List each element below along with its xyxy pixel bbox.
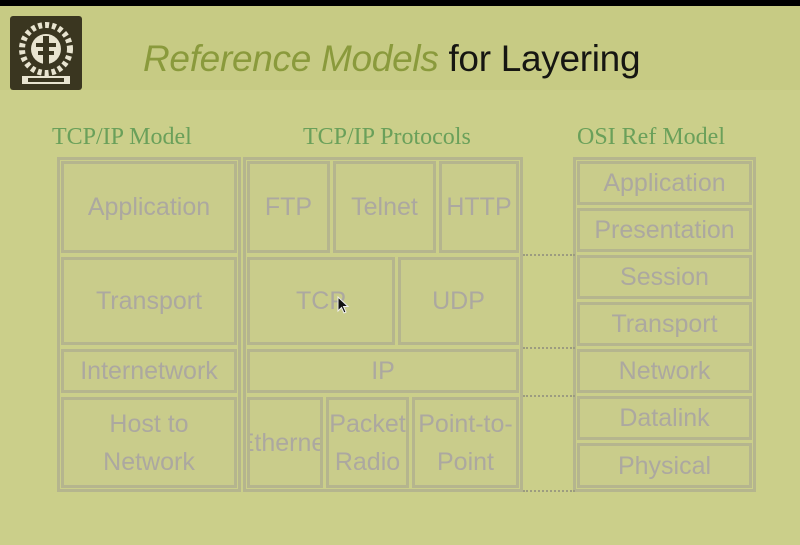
protocol-telnet: Telnet [333,161,436,253]
osi-layer-network: Network [577,349,752,393]
protocol-ethernet: Ethernet [247,397,323,488]
mouse-pointer-icon [337,296,350,314]
protocol-ip: IP [247,349,519,393]
tcpip-layer-transport: Transport [61,257,237,345]
column-heading-tcpip-protocols: TCP/IP Protocols [303,124,471,150]
slide-title: Reference Models for Layering [143,38,641,80]
tcpip-model-stack [57,157,241,492]
column-heading-osi-model: OSI Ref Model [577,124,725,150]
osi-layer-presentation: Presentation [577,208,752,252]
tcpip-layer-internetwork: Internetwork [61,349,237,393]
tcpip-layer-application: Application [61,161,237,253]
osi-layer-physical: Physical [577,443,752,488]
osi-model-stack [573,157,756,492]
osi-layer-application: Application [577,161,752,205]
title-band [0,6,800,90]
osi-layer-datalink: Datalink [577,396,752,440]
mapping-line-physical [523,490,575,492]
tcpip-layer-host-to-network: Host to Network [61,397,237,488]
protocol-ftp: FTP [247,161,330,253]
institute-logo [10,16,82,90]
emblem-icon [19,22,73,84]
mapping-line-application [523,254,575,256]
protocol-tcp: TCP [247,257,395,345]
osi-layer-transport: Transport [577,302,752,346]
title-rest: for Layering [438,38,641,79]
protocol-point-to-point: Point-to-Point [412,397,519,488]
slide: Reference Models for Layering TCP/IP Mod… [0,6,800,545]
osi-layer-session: Session [577,255,752,299]
protocol-packet-radio: Packet Radio [326,397,409,488]
protocol-udp: UDP [398,257,519,345]
column-heading-tcpip-model: TCP/IP Model [52,124,192,150]
protocol-http: HTTP [439,161,519,253]
mapping-line-network [523,395,575,397]
tcpip-protocols-stack [243,157,523,492]
mapping-line-transport [523,347,575,349]
title-highlight: Reference Models [143,38,439,79]
